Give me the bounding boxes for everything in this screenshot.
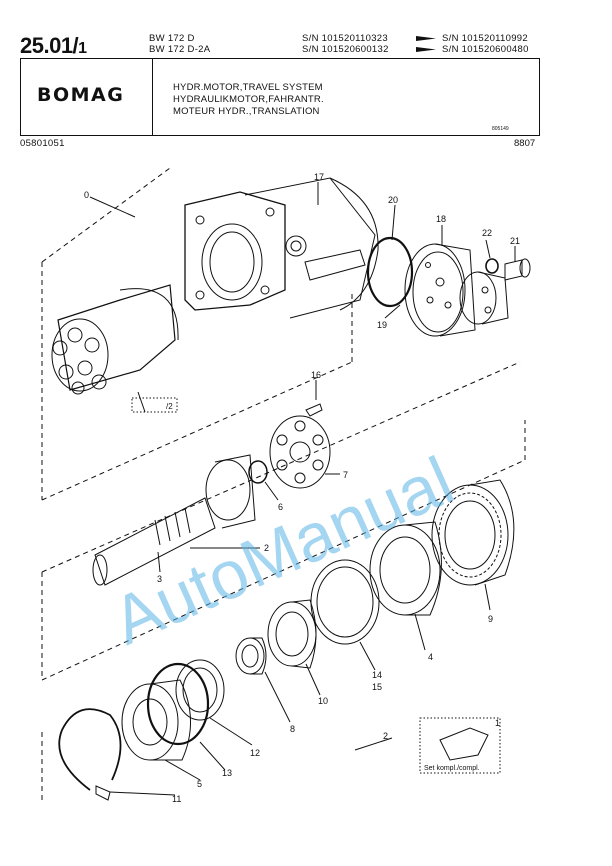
title-de: HYDRAULIKMOTOR,FAHRANTR. [173, 94, 324, 105]
set-note: Set kompl./compl. [424, 765, 480, 772]
callout-20: 20 [388, 195, 398, 205]
callout-0: 0 [84, 190, 89, 200]
callout-19: 19 [377, 320, 387, 330]
callout-14: 14 [372, 670, 382, 680]
o-ring-13 [146, 662, 210, 746]
bearing-10 [267, 599, 317, 669]
callout-17: 17 [314, 172, 324, 182]
doc-number: 05801051 [20, 138, 65, 149]
date-code: 8807 [514, 138, 536, 149]
callout-6: 6 [278, 502, 283, 512]
bomag-logo: BOMAG [37, 84, 125, 106]
watermark: AutoManual [102, 442, 464, 659]
ring-6 [248, 460, 268, 484]
part-title: HYDR.MOTOR,TRAVEL SYSTEM HYDRAULIKMOTOR,… [173, 82, 324, 118]
serial-to-list: S/N 101520110992 S/N 101520600480 [442, 33, 529, 55]
callout-16: 16 [311, 370, 321, 380]
screw-21 [504, 258, 531, 281]
o-ring-20 [366, 236, 414, 308]
callout-2-bottom: 2 [383, 731, 388, 741]
scale-note: /2 [166, 402, 173, 411]
serial-arrow-icon [416, 36, 436, 52]
title-frame-divider [152, 58, 154, 136]
model-2: BW 172 D-2A [149, 44, 211, 55]
callout-21: 21 [510, 236, 520, 246]
page-number-main: 25.01/ [20, 33, 79, 58]
cylinder-block-0 [51, 284, 179, 395]
title-fr: MOTEUR HYDR.,TRANSLATION [173, 106, 320, 117]
callout-2: 2 [264, 543, 269, 553]
callout-15: 15 [372, 682, 382, 692]
washer-22 [485, 258, 499, 274]
port-plate-18 [404, 243, 509, 337]
page-number: 25.01/1 [20, 33, 87, 59]
serial-from-1: S/N 101520110323 [302, 33, 388, 44]
set-inset-box [419, 717, 501, 774]
model-list: BW 172 D BW 172 D-2A [149, 33, 210, 55]
callout-10: 10 [318, 696, 328, 706]
cover-5 [121, 679, 191, 761]
callout-22: 22 [482, 228, 492, 238]
nut-8 [235, 637, 267, 675]
serial-to-2: S/N 101520600480 [442, 44, 529, 55]
title-en: HYDR.MOTOR,TRAVEL SYSTEM [173, 82, 323, 93]
small-ref-code: 805149 [492, 126, 509, 132]
callout-8: 8 [290, 724, 295, 734]
retaining-plate-7 [269, 415, 331, 489]
callout-5: 5 [197, 779, 202, 789]
circlip-11 [58, 708, 122, 791]
callout-13: 13 [222, 768, 232, 778]
model-1: BW 172 D [149, 33, 195, 44]
callout-9: 9 [488, 614, 493, 624]
bearing-9 [431, 479, 515, 586]
callout-11: 11 [172, 794, 181, 804]
group-outline-0 [41, 167, 171, 263]
callout-4: 4 [428, 652, 433, 662]
callout-18: 18 [436, 214, 446, 224]
seal-carrier-4 [369, 521, 442, 616]
pin-16 [305, 403, 323, 417]
drive-shaft-3 [92, 454, 256, 586]
serial-to-1: S/N 101520110992 [442, 33, 528, 44]
serial-from-list: S/N 101520110323 S/N 101520600132 [302, 33, 389, 55]
title-frame [20, 58, 540, 136]
page-number-sub: 1 [78, 40, 87, 57]
motor-housing-17 [184, 177, 379, 319]
seal-12 [175, 659, 225, 721]
scale-box [131, 397, 178, 413]
callout-1: 1 [495, 718, 500, 728]
serial-from-2: S/N 101520600132 [302, 44, 389, 55]
callout-12: 12 [250, 748, 260, 758]
callout-7: 7 [343, 470, 348, 480]
callout-3: 3 [157, 574, 162, 584]
